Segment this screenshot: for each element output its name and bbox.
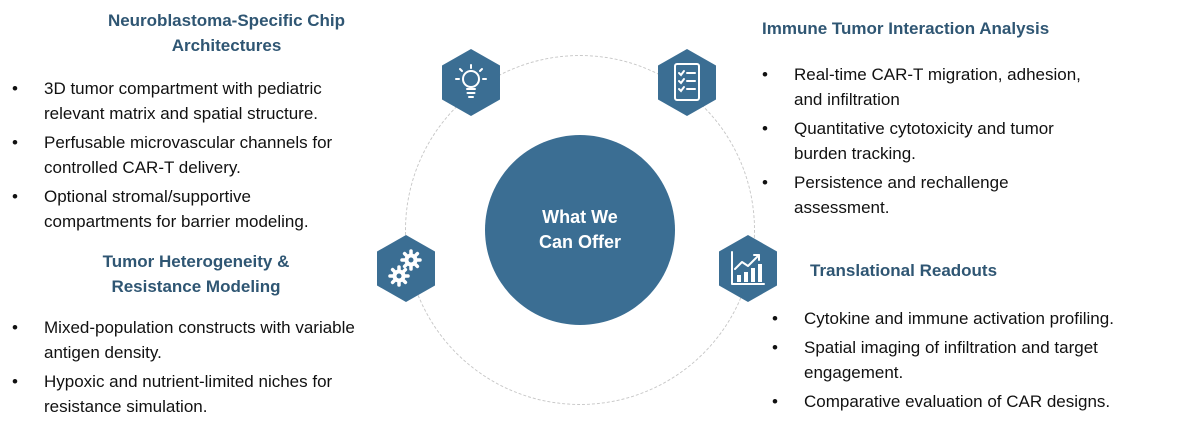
- list-item: Perfusable microvascular channels for co…: [0, 130, 420, 180]
- center-circle: What We Can Offer: [485, 135, 675, 325]
- list-item: Real-time CAR-T migration, adhesion, and…: [750, 62, 1170, 112]
- section-chip-architectures: Neuroblastoma-Specific Chip Architecture…: [0, 8, 420, 238]
- gears-icon: [376, 234, 436, 303]
- section-title: Translational Readouts: [810, 261, 998, 280]
- list-item: Quantitative cytotoxicity and tumor burd…: [750, 116, 1170, 166]
- section-immune-interaction: Immune Tumor Interaction Analysis Real-t…: [750, 16, 1170, 224]
- bullet-list: 3D tumor compartment with pediatric rele…: [0, 76, 420, 234]
- list-item: Optional stromal/supportive compartments…: [0, 184, 420, 234]
- bullet-list: Cytokine and immune activation profiling…: [760, 306, 1177, 414]
- list-item: Hypoxic and nutrient-limited niches for …: [0, 369, 430, 419]
- list-item: Comparative evaluation of CAR designs.: [760, 389, 1177, 414]
- section-translational-readouts: Translational Readouts Cytokine and immu…: [760, 258, 1177, 418]
- section-title: Tumor Heterogeneity & Resistance Modelin…: [102, 252, 290, 296]
- list-item: Persistence and rechallenge assessment.: [750, 170, 1170, 220]
- center-label: What We Can Offer: [538, 207, 621, 252]
- list-item: Cytokine and immune activation profiling…: [760, 306, 1177, 331]
- list-item: Mixed-population constructs with variabl…: [0, 315, 430, 365]
- section-heterogeneity: Tumor Heterogeneity & Resistance Modelin…: [0, 249, 430, 423]
- checklist-icon: [657, 48, 717, 117]
- section-title: Neuroblastoma-Specific Chip Architecture…: [107, 11, 346, 55]
- growth-chart-icon: [718, 234, 778, 303]
- lightbulb-icon: [441, 48, 501, 117]
- list-item: Spatial imaging of infiltration and targ…: [760, 335, 1177, 385]
- bullet-list: Real-time CAR-T migration, adhesion, and…: [750, 62, 1170, 220]
- bullet-list: Mixed-population constructs with variabl…: [0, 315, 430, 419]
- section-title: Immune Tumor Interaction Analysis: [762, 19, 1050, 38]
- list-item: 3D tumor compartment with pediatric rele…: [0, 76, 420, 126]
